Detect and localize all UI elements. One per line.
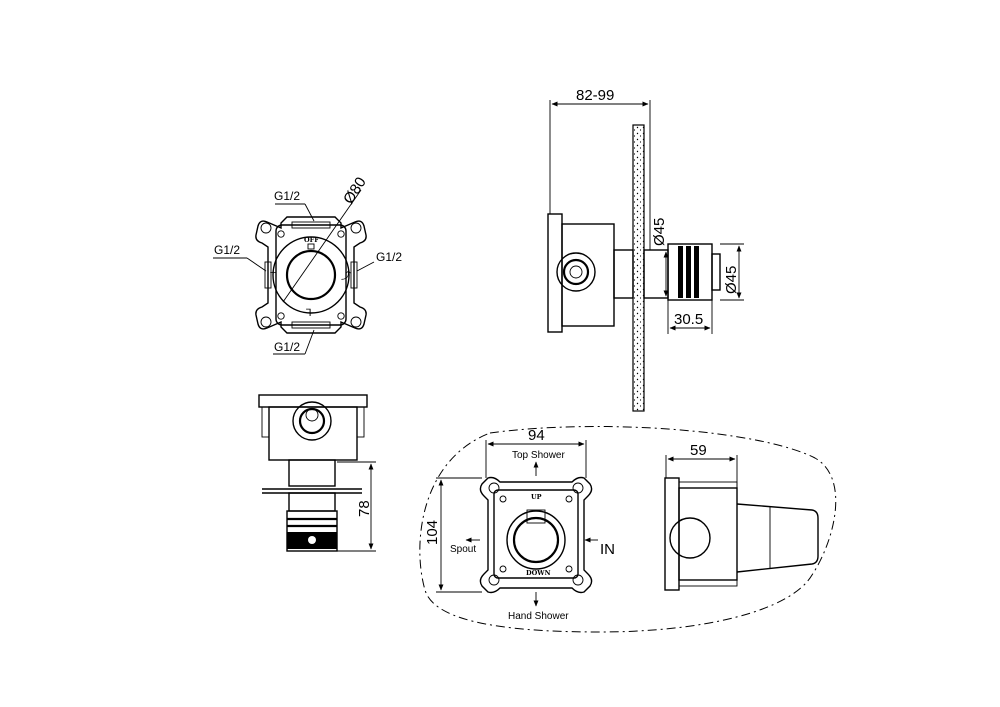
thread-left-label: G1/2: [214, 243, 240, 257]
depth-label: 59: [690, 442, 707, 459]
marking-down: DOWN: [526, 569, 551, 577]
outlet-bottom-label: Hand Shower: [508, 611, 569, 622]
body-diameter-label: Ø45: [651, 218, 668, 246]
side-view: 82-99 Ø45 Ø45 30.5: [547, 87, 744, 412]
marking-arrow-right: ⤴: [341, 269, 351, 282]
handle-diameter-label: Ø45: [723, 266, 740, 294]
handle-length-label: 30.5: [674, 311, 703, 328]
bottom-view: 78: [258, 394, 376, 552]
thread-right-label: G1/2: [376, 250, 402, 264]
outlet-left-label: Spout: [450, 544, 476, 555]
front-view: OFF T ⤴ Ꞁ Ø80 G1/2 G1/2 G1/2 G1/2: [213, 174, 402, 355]
diameter-label: Ø80: [340, 174, 370, 207]
wall-depth-label: 82-99: [576, 87, 614, 104]
length-label: 78: [356, 500, 373, 517]
marking-bottom: Ꞁ: [306, 308, 312, 319]
marking-t-left: T: [270, 271, 276, 282]
width-label: 94: [528, 427, 545, 444]
thread-bottom-label: G1/2: [274, 340, 300, 354]
detail-group: UP DOWN Top Shower Spout IN Hand Shower …: [419, 426, 837, 633]
detail-front-view: UP DOWN Top Shower Spout IN Hand Shower …: [424, 427, 615, 622]
thread-top-label: G1/2: [274, 189, 300, 203]
marking-up: UP: [531, 493, 542, 501]
height-label: 104: [424, 520, 441, 545]
detail-side-view: 59: [664, 442, 819, 591]
marking-off: OFF: [304, 236, 319, 244]
inlet-right-label: IN: [600, 541, 615, 558]
outlet-top-label: Top Shower: [512, 450, 565, 461]
